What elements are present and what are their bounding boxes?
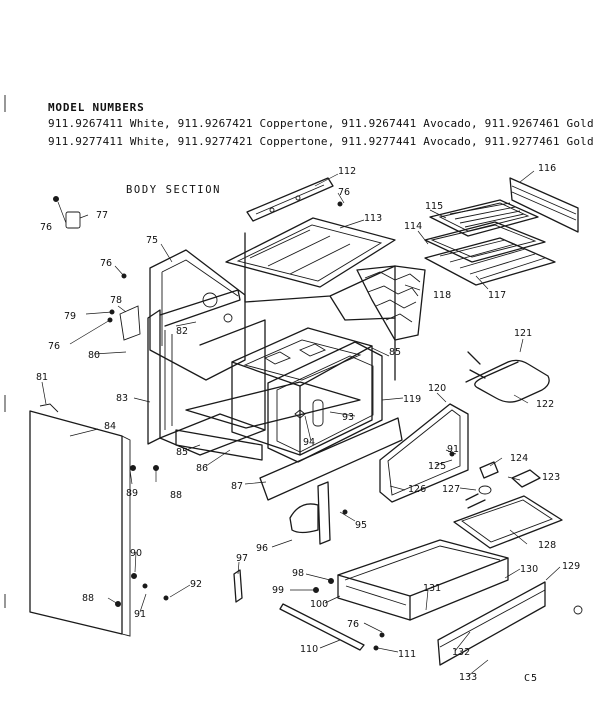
callout-label: 127 — [442, 484, 460, 495]
callout-label: 91 — [447, 444, 459, 455]
callout-label: 82 — [176, 326, 188, 337]
insulation-blanket-part — [356, 265, 426, 341]
bake-element-part — [453, 493, 563, 549]
section-title: BODY SECTION — [126, 184, 222, 196]
callout-label: 123 — [542, 472, 560, 483]
sheet-code: C5 — [524, 673, 539, 684]
broil-element-part — [465, 351, 550, 403]
oven-lamp-part — [294, 399, 324, 427]
callout-label: 117 — [488, 290, 506, 301]
small-fittings — [65, 211, 583, 615]
bottom-shield-part — [175, 381, 403, 501]
broiler-pan-part — [429, 199, 539, 237]
callout-label: 133 — [459, 672, 477, 683]
callout-label: 113 — [364, 213, 382, 224]
storage-drawer-part — [337, 539, 509, 621]
callout-label: 128 — [538, 540, 556, 551]
callout-label: 130 — [520, 564, 538, 575]
oven-rack-part — [424, 237, 556, 286]
callout-label: 95 — [355, 520, 367, 531]
callout-label: 97 — [236, 553, 248, 564]
door-gasket-part — [379, 403, 469, 503]
callout-labels: 112 76 116 115 113 114 117 118 77 76 75 … — [36, 163, 580, 683]
callout-label: 88 — [82, 593, 94, 604]
callout-label: 92 — [190, 579, 202, 590]
model-numbers-title: MODEL NUMBERS — [48, 101, 145, 114]
callout-label: 81 — [36, 372, 48, 383]
callout-label: 88 — [170, 490, 182, 501]
callout-label: 78 — [110, 295, 122, 306]
callout-label: 126 — [408, 484, 426, 495]
callout-label: 90 — [130, 548, 142, 559]
callout-label: 83 — [116, 393, 128, 404]
callout-label: 132 — [452, 647, 470, 658]
callout-label: 100 — [310, 599, 328, 610]
callout-label: 91 — [134, 609, 146, 620]
callout-label: 84 — [104, 421, 116, 432]
callout-label: 129 — [562, 561, 580, 572]
callout-label: 118 — [433, 290, 451, 301]
callout-label: 112 — [338, 166, 356, 177]
callout-label: 94 — [303, 437, 315, 448]
callout-label: 119 — [403, 394, 421, 405]
callout-label: 85 — [176, 447, 188, 458]
door-hinge-part — [289, 481, 331, 545]
callout-label: 76 — [100, 258, 112, 269]
model-numbers-row: 911.9267411 White, 911.9267421 Copperton… — [48, 117, 594, 130]
callout-label: 124 — [510, 453, 528, 464]
callout-label: 111 — [398, 649, 416, 660]
callout-label: 121 — [514, 328, 532, 339]
side-panel-part — [149, 249, 246, 381]
callout-leaders — [41, 170, 561, 677]
top-panel-part — [225, 217, 396, 288]
model-numbers-row: 911.9277411 White, 911.9277421 Copperton… — [48, 135, 594, 148]
callout-label: 120 — [428, 383, 446, 394]
front-frame-part — [147, 289, 266, 456]
callout-label: 122 — [536, 399, 554, 410]
drawer-front-part — [437, 581, 546, 666]
callout-label: 93 — [342, 412, 354, 423]
callout-label: 110 — [300, 644, 318, 655]
callout-label: 80 — [88, 350, 100, 361]
callout-label: 75 — [146, 235, 158, 246]
screw-markers — [53, 196, 455, 651]
rack-support-part — [509, 177, 579, 233]
callout-label: 76 — [338, 187, 350, 198]
callout-label: 116 — [538, 163, 556, 174]
callout-label: 77 — [96, 210, 108, 221]
oven-door-frame-part — [267, 341, 383, 463]
top-rail-part — [246, 177, 334, 222]
callout-label: 115 — [425, 201, 443, 212]
callout-label: 87 — [231, 481, 243, 492]
callout-label: 76 — [40, 222, 52, 233]
callout-label: 76 — [48, 341, 60, 352]
callout-label: 86 — [196, 463, 208, 474]
callout-label: 125 — [428, 461, 446, 472]
outer-door-part — [29, 403, 131, 637]
callout-label: 76 — [347, 619, 359, 630]
callout-label: 114 — [404, 221, 422, 232]
callout-label: 98 — [292, 568, 304, 579]
drawer-rail-part — [279, 603, 365, 651]
callout-label: 79 — [64, 311, 76, 322]
oven-liner-part — [231, 327, 373, 456]
callout-label: 89 — [126, 488, 138, 499]
callout-label: 131 — [423, 583, 441, 594]
callout-label: 85 — [389, 347, 401, 358]
callout-label: 99 — [272, 585, 284, 596]
callout-label: 96 — [256, 543, 268, 554]
